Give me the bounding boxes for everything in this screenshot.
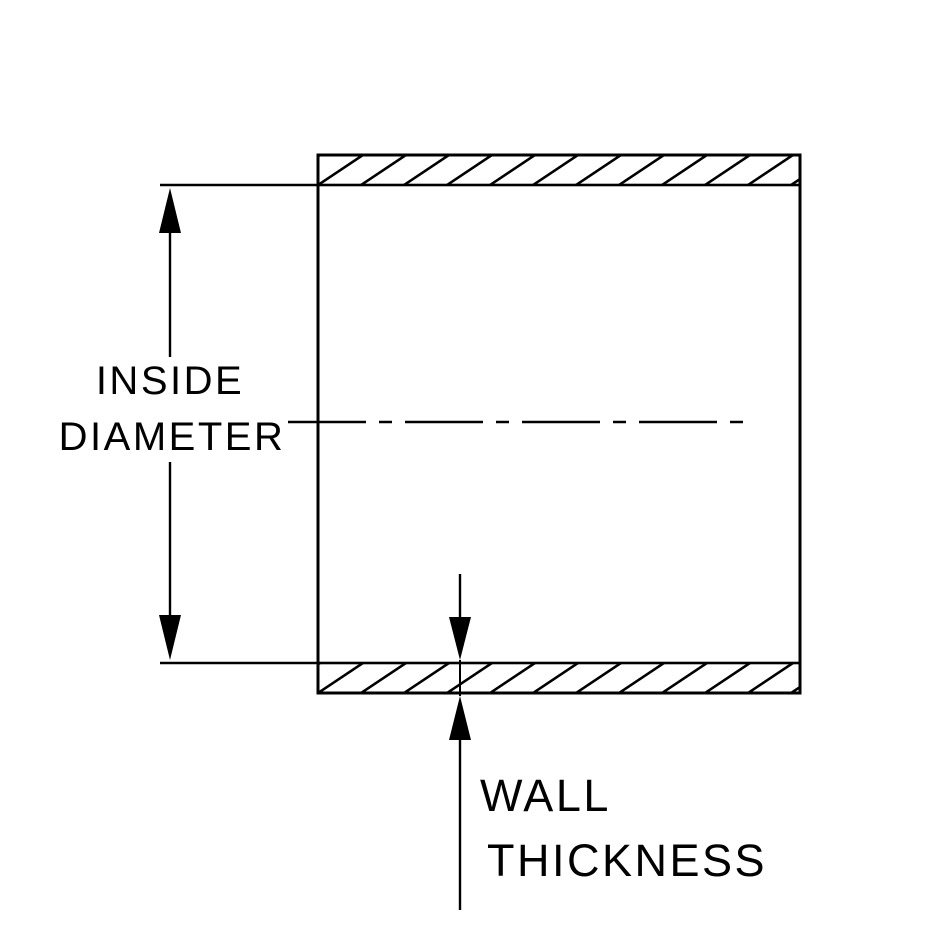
inside-diameter-label-line2: DIAMETER <box>59 415 286 459</box>
dimension-arrow-up-icon <box>159 188 181 233</box>
tube-bottom-wall-hatch <box>316 661 802 695</box>
inside-diameter-label-line1: INSIDE <box>96 359 244 403</box>
tube-top-wall-hatch <box>316 153 802 187</box>
tube-body-outline <box>316 153 802 695</box>
dimension-arrow-down-icon <box>159 615 181 660</box>
inside-diameter-dimension: INSIDE DIAMETER <box>59 188 286 660</box>
wall-thickness-label-line2: THICKNESS <box>487 835 767 886</box>
wall-thickness-label-line1: WALL <box>480 770 611 821</box>
wall-thickness-arrow-down-icon <box>449 617 471 660</box>
wall-thickness-dimension: WALL THICKNESS <box>449 574 767 910</box>
wall-thickness-arrow-up-icon <box>449 696 471 740</box>
